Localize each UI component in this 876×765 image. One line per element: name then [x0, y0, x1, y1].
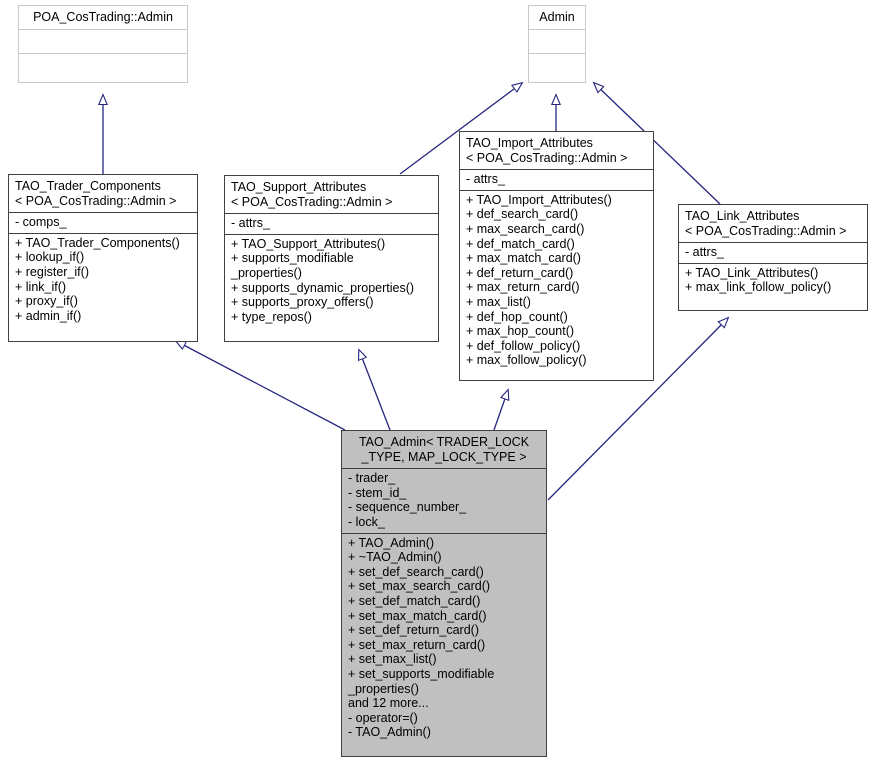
class-operations-tao-trader-components: + TAO_Trader_Components() + lookup_if() …	[9, 232, 197, 327]
class-attributes-tao-trader-components: - comps_	[9, 212, 197, 233]
class-node-tao-support-attributes[interactable]: TAO_Support_Attributes < POA_CosTrading:…	[224, 175, 439, 342]
class-attributes-tao-admin: - trader_ - stem_id_ - sequence_number_ …	[342, 468, 546, 532]
class-title-tao-support-attributes: TAO_Support_Attributes < POA_CosTrading:…	[231, 180, 393, 209]
class-attributes-admin	[529, 28, 585, 53]
class-title-admin: Admin	[539, 10, 575, 24]
edge-tao-admin-to-import-attributes	[493, 390, 508, 431]
class-operations-tao-support-attributes: + TAO_Support_Attributes() + supports_mo…	[225, 233, 438, 328]
class-operations-tao-import-attributes: + TAO_Import_Attributes() + def_search_c…	[460, 189, 653, 371]
class-title-tao-admin: TAO_Admin< TRADER_LOCK _TYPE, MAP_LOCK_T…	[358, 435, 530, 464]
class-operations-poa-costrading-admin	[19, 52, 187, 77]
class-node-tao-admin[interactable]: TAO_Admin< TRADER_LOCK _TYPE, MAP_LOCK_T…	[341, 430, 547, 757]
class-node-admin[interactable]: Admin	[528, 5, 586, 83]
class-title-tao-link-attributes: TAO_Link_Attributes < POA_CosTrading::Ad…	[685, 209, 847, 238]
class-attributes-tao-link-attributes: - attrs_	[679, 242, 867, 263]
class-node-tao-trader-components[interactable]: TAO_Trader_Components < POA_CosTrading::…	[8, 174, 198, 342]
edge-tao-admin-to-trader-components	[176, 341, 346, 431]
class-operations-tao-link-attributes: + TAO_Link_Attributes() + max_link_follo…	[679, 262, 867, 298]
class-node-tao-link-attributes[interactable]: TAO_Link_Attributes < POA_CosTrading::Ad…	[678, 204, 868, 311]
class-operations-admin	[529, 52, 585, 77]
class-node-tao-import-attributes[interactable]: TAO_Import_Attributes < POA_CosTrading::…	[459, 131, 654, 381]
class-title-tao-import-attributes: TAO_Import_Attributes < POA_CosTrading::…	[466, 136, 628, 165]
class-attributes-tao-import-attributes: - attrs_	[460, 169, 653, 190]
class-node-poa-costrading-admin[interactable]: POA_CosTrading::Admin	[18, 5, 188, 83]
class-title-poa-costrading-admin: POA_CosTrading::Admin	[33, 10, 173, 24]
class-operations-tao-admin: + TAO_Admin() + ~TAO_Admin() + set_def_s…	[342, 532, 546, 743]
class-attributes-tao-support-attributes: - attrs_	[225, 213, 438, 234]
class-title-tao-trader-components: TAO_Trader_Components < POA_CosTrading::…	[15, 179, 177, 208]
edge-tao-admin-to-support-attributes	[359, 350, 391, 431]
class-attributes-poa-costrading-admin	[19, 28, 187, 53]
